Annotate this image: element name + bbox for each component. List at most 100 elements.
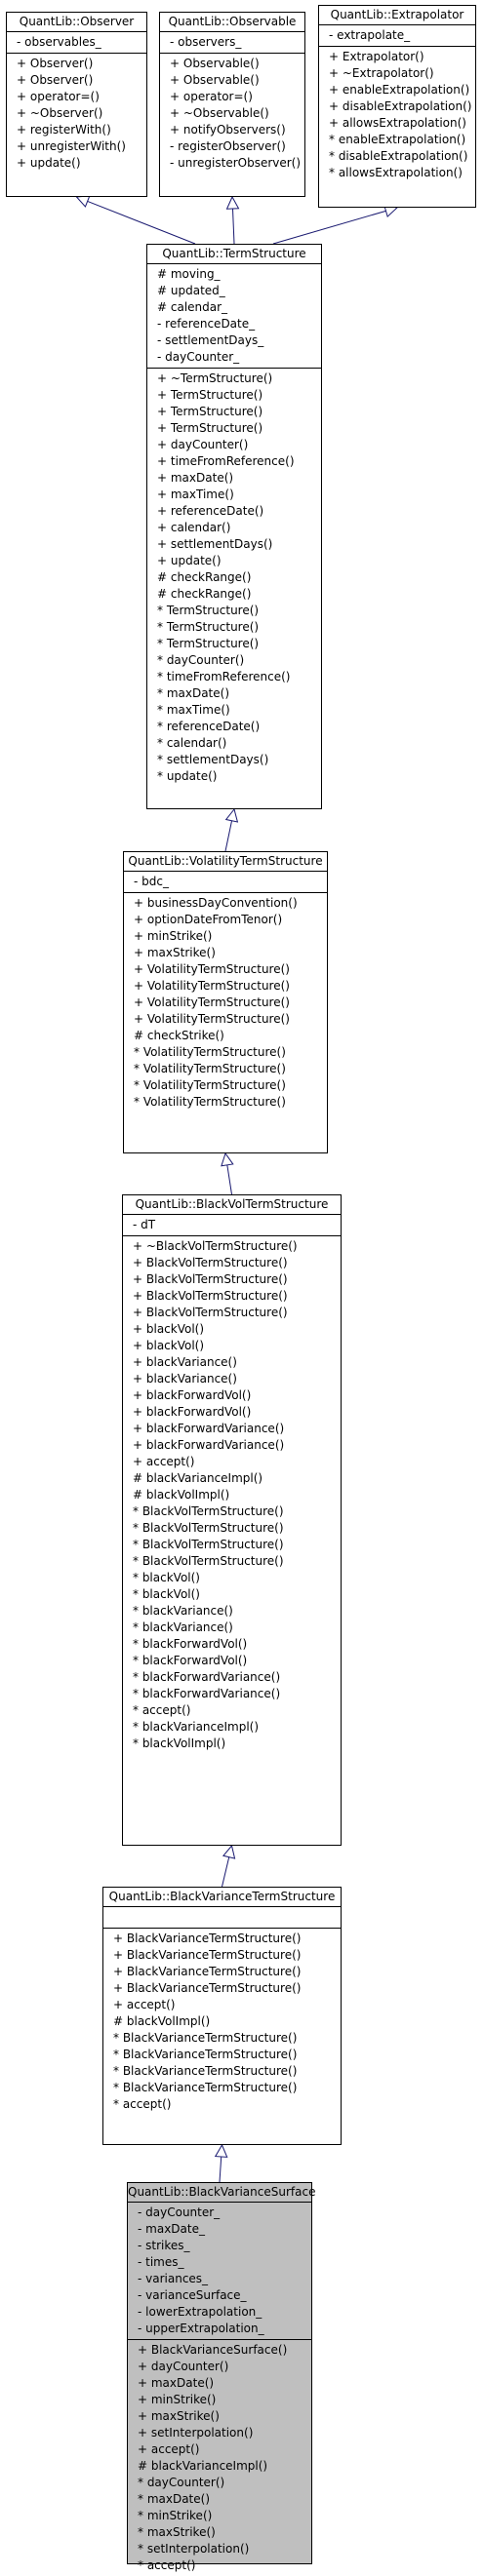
method-row: + maxStrike() [134, 946, 216, 959]
method-row: + ~Observer() [17, 106, 103, 120]
method-row: + Observer() [17, 73, 94, 87]
inheritance-line [272, 210, 386, 245]
method-row: + timeFromReference() [157, 454, 295, 468]
methods-section: + ~BlackVolTermStructure() + BlackVolTerm… [123, 1235, 341, 1754]
method-row: * dayCounter() [138, 2476, 225, 2489]
attributes-section [103, 1906, 341, 1928]
method-row: # blackVolImpl() [133, 1488, 230, 1502]
attribute-row: - observers_ [170, 35, 242, 49]
class-title[interactable]: QuantLib::BlackVarianceSurface [128, 2185, 316, 2199]
method-row: * blackForwardVol() [133, 1654, 248, 1667]
attributes-section: - observers_ [160, 31, 304, 53]
class-title[interactable]: QuantLib::BlackVarianceTermStructure [108, 1890, 336, 1903]
method-row: + Extrapolator() [329, 50, 424, 63]
method-row: * dayCounter() [157, 653, 245, 667]
method-row: * blackVarianceImpl() [133, 1720, 260, 1734]
attribute-row: - settlementDays_ [157, 333, 264, 347]
method-row: + Observable() [170, 73, 260, 87]
class-box-observable[interactable]: QuantLib::Observable- observers_+ Observ… [159, 12, 305, 197]
class-title[interactable]: QuantLib::Extrapolator [330, 8, 464, 21]
attribute-row: # calendar_ [157, 300, 228, 314]
method-row: * BlackVolTermStructure() [133, 1554, 284, 1568]
attribute-row: - extrapolate_ [329, 28, 411, 42]
method-row: * enableExtrapolation() [329, 133, 466, 146]
attribute-row: - bdc_ [134, 875, 169, 888]
method-row: + notifyObservers() [170, 123, 286, 137]
class-box-black-variance-term-structure[interactable]: QuantLib::BlackVarianceTermStructure+ Bl… [102, 1887, 342, 2145]
inheritance-line [87, 200, 196, 245]
method-row: + BlackVolTermStructure() [133, 1289, 288, 1303]
class-box-extrapolator[interactable]: QuantLib::Extrapolator- extrapolate_+ Ex… [318, 5, 476, 208]
method-row: # blackVarianceImpl() [133, 1471, 263, 1485]
method-row: + TermStructure() [157, 388, 263, 402]
method-row: + setInterpolation() [138, 2426, 254, 2439]
class-box-volatility-term-structure[interactable]: QuantLib::VolatilityTermStructure- bdc_+… [123, 851, 328, 1153]
method-row: + BlackVarianceTermStructure() [113, 1981, 302, 1995]
attribute-row: - strikes_ [138, 2239, 190, 2252]
method-row: + maxTime() [157, 488, 234, 501]
methods-section: + BlackVarianceSurface()+ dayCounter()+ … [128, 2339, 311, 2576]
method-row: + blackForwardVariance() [133, 1422, 285, 1435]
method-row: + blackForwardVol() [133, 1388, 252, 1402]
method-row: * calendar() [157, 736, 227, 750]
method-row: * referenceDate() [157, 720, 261, 733]
method-row: * BlackVarianceTermStructure() [113, 2031, 298, 2045]
inheritance-arrowhead [75, 195, 91, 208]
class-title[interactable]: QuantLib::VolatilityTermStructure [128, 854, 323, 868]
method-row: + update() [17, 156, 81, 170]
attributes-section: - dT [123, 1214, 341, 1235]
inheritance-line [222, 1856, 230, 1888]
method-row: + ~Extrapolator() [329, 66, 434, 80]
attribute-row: - dayCounter_ [138, 2205, 221, 2219]
method-row: + dayCounter() [157, 438, 249, 451]
method-row: + maxStrike() [138, 2409, 220, 2423]
methods-section: + Observable()+ Observable()+ operator=(… [160, 53, 304, 174]
method-row: * BlackVolTermStructure() [133, 1504, 284, 1518]
class-title[interactable]: QuantLib::Observable [168, 15, 297, 28]
method-row: * TermStructure() [157, 604, 260, 617]
method-row: + accept() [133, 1455, 195, 1468]
method-row: + disableExtrapolation() [329, 99, 472, 113]
method-row: * BlackVarianceTermStructure() [113, 2064, 298, 2078]
method-row: * maxStrike() [138, 2525, 216, 2539]
class-box-black-variance-surface[interactable]: QuantLib::BlackVarianceSurface- dayCount… [127, 2182, 316, 2572]
method-row: * maxDate() [157, 686, 230, 700]
method-row: + TermStructure() [157, 421, 263, 435]
class-title[interactable]: QuantLib::BlackVolTermStructure [135, 1197, 329, 1211]
class-box-black-vol-term-structure[interactable]: QuantLib::BlackVolTermStructure- dT+ ~Bl… [122, 1194, 342, 1846]
method-row: + businessDayConvention() [134, 896, 298, 910]
method-row: + minStrike() [134, 929, 213, 943]
methods-section: + Observer()+ Observer()+ operator=()+ ~… [7, 53, 146, 174]
method-row: * accept() [113, 2097, 172, 2111]
method-row: * allowsExtrapolation() [329, 166, 463, 179]
attribute-row: - dayCounter_ [157, 350, 240, 364]
inheritance-arrowhead [214, 2143, 228, 2158]
method-row: + VolatilityTermStructure() [134, 995, 290, 1009]
method-row: * maxDate() [138, 2492, 211, 2506]
method-row: + blackVol() [133, 1339, 205, 1352]
method-row: * blackVol() [133, 1571, 200, 1584]
method-row: + accept() [113, 1998, 176, 2011]
class-box-term-structure[interactable]: QuantLib::TermStructure# moving_# update… [146, 244, 322, 809]
method-row: + ~BlackVolTermStructure() [133, 1239, 298, 1253]
method-row: + BlackVarianceSurface() [138, 2343, 288, 2357]
method-row: - unregisterObserver() [170, 156, 302, 170]
method-row: * accept() [133, 1703, 191, 1717]
method-row: * blackForwardVariance() [133, 1670, 281, 1684]
method-row: * VolatilityTermStructure() [134, 1095, 286, 1109]
method-row: + BlackVarianceTermStructure() [113, 1965, 302, 1978]
method-row: + TermStructure() [157, 405, 263, 418]
method-row: # blackVolImpl() [113, 2014, 211, 2028]
class-title[interactable]: QuantLib::Observer [19, 15, 135, 28]
attribute-row: - referenceDate_ [157, 317, 256, 331]
method-row: * TermStructure() [157, 620, 260, 634]
attribute-row: - observables_ [17, 35, 101, 49]
method-row: + Observer() [17, 57, 94, 70]
method-row: + calendar() [157, 521, 231, 534]
class-box-observer[interactable]: QuantLib::Observer- observables_+ Observ… [6, 12, 147, 197]
class-title[interactable]: QuantLib::TermStructure [162, 247, 306, 260]
inheritance-arrowhead [224, 807, 239, 823]
method-row: + referenceDate() [157, 504, 264, 518]
